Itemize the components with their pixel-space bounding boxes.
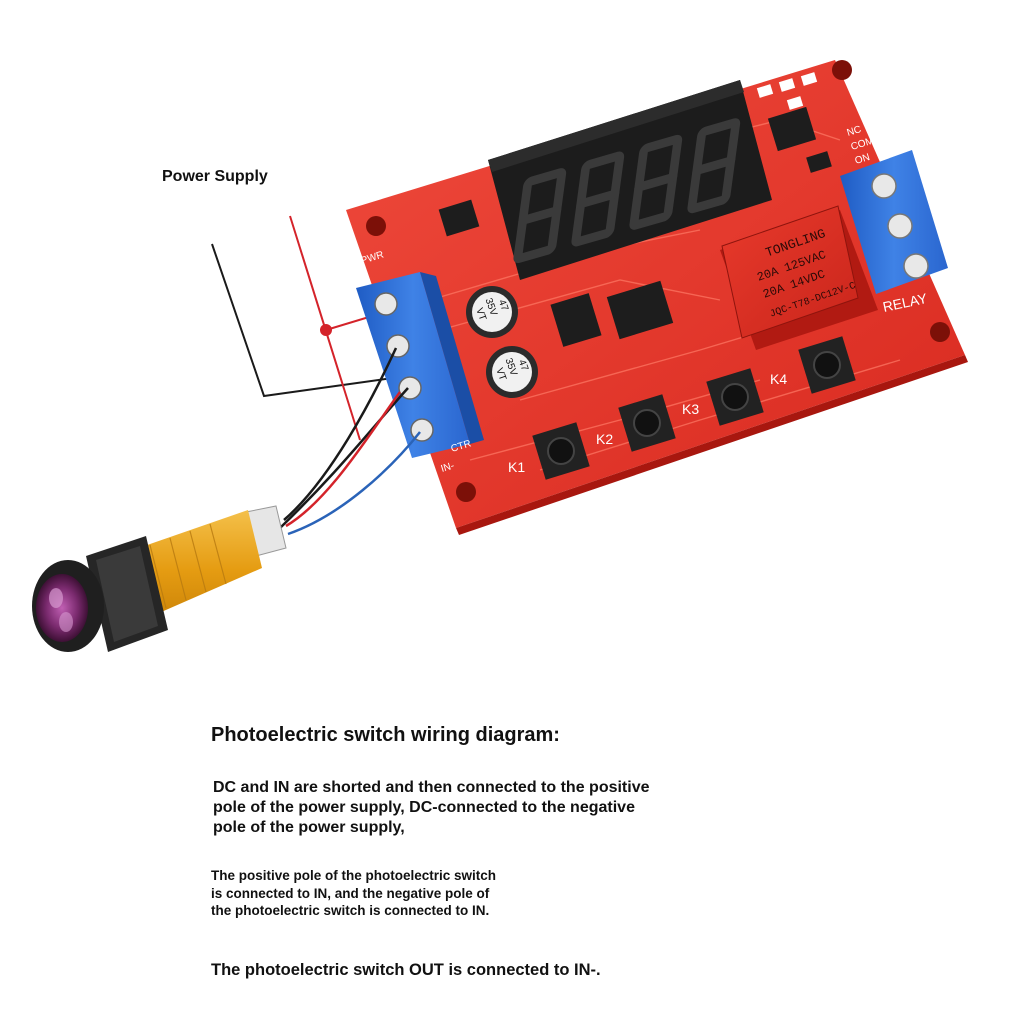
cap-value: 47 [496, 298, 510, 313]
terminal-screw [903, 253, 929, 279]
power-supply-leads [211, 215, 401, 441]
digit-1 [513, 168, 567, 264]
sensor-black-wire [283, 347, 398, 521]
power-negative-lead [211, 243, 401, 398]
sensor-wires [279, 347, 421, 536]
in-silkscreen: IN- [440, 460, 456, 474]
button-label: K2 [596, 431, 613, 447]
relay-output-terminal: NC COM ON [840, 124, 948, 294]
button-k4: K4 [770, 336, 856, 394]
power-junction-dot [320, 324, 332, 336]
wiring-instruction-3: The photoelectric switch OUT is connecte… [211, 961, 601, 979]
terminal-screw [871, 173, 897, 199]
relay: TONGLING 20A 125VAC 20A 14VDC JQC-T78-DC… [720, 205, 929, 350]
button-label: K1 [508, 459, 525, 475]
seven-segment-display [488, 80, 772, 280]
button-label: K3 [682, 401, 699, 417]
wiring-diagram-heading: Photoelectric switch wiring diagram: [211, 724, 560, 746]
push-buttons: K1 K2 K3 K4 [508, 336, 856, 480]
sensor-lens-highlight [49, 588, 63, 608]
mount-hole [832, 60, 852, 80]
pcb-edge [456, 355, 968, 535]
button-k2: K2 [596, 394, 676, 452]
wiring-instruction-1: DC and IN are shorted and then connected… [213, 779, 650, 836]
cap-value: 47 [516, 358, 530, 373]
terminal-screw [374, 292, 398, 316]
button-k3: K3 [682, 368, 764, 426]
smd-components [438, 72, 832, 347]
terminal-no-label: ON [854, 152, 872, 167]
terminal-screw [887, 213, 913, 239]
terminal-nc-label: NC [846, 124, 863, 139]
electrolytic-capacitor: 47 35V VT [486, 346, 538, 398]
cap-series: VT [473, 307, 488, 323]
mount-hole [930, 322, 950, 342]
sensor-black-wire-2 [279, 387, 409, 529]
sensor-nut-face [96, 546, 158, 642]
wiring-instruction-2: The positive pole of the photoelectric s… [211, 868, 497, 918]
button-k1: K1 [508, 422, 590, 480]
button-label: K4 [770, 371, 787, 387]
digit-3 [629, 134, 683, 230]
photoelectric-sensor [32, 505, 287, 652]
mount-hole [366, 216, 386, 236]
sensor-lens [36, 574, 88, 642]
cap-series: VT [493, 367, 508, 383]
mount-hole [456, 482, 476, 502]
terminal-screw [386, 334, 410, 358]
digit-4 [687, 118, 741, 214]
digit-2 [571, 151, 625, 247]
power-supply-label: Power Supply [162, 168, 268, 185]
sensor-lens-highlight [59, 612, 73, 632]
electrolytic-capacitor: 47 35V VT [466, 286, 518, 338]
sensor-thread [149, 523, 227, 609]
sensor-blue-wire [287, 431, 421, 536]
relay-module-board: 47 35V VT 47 35V VT TONGLING 20A 125VAC … [346, 60, 968, 535]
sensor-red-wire [285, 391, 402, 528]
